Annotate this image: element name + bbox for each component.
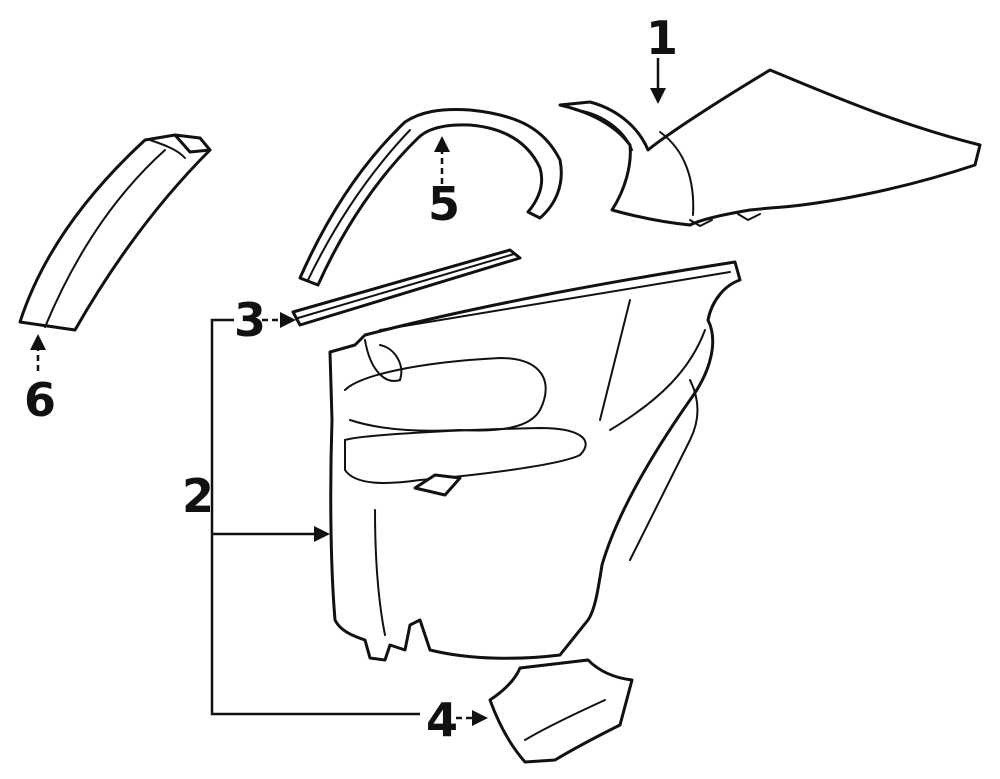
- part-5-weatherstrip: [298, 108, 563, 287]
- part-4-lower-trim: [488, 658, 634, 764]
- leaders: [30, 58, 666, 726]
- arrow-3: [280, 312, 296, 328]
- part-2-quarter-trim-panel: [328, 260, 742, 662]
- callout-4: 4: [426, 693, 458, 747]
- arrow-4: [472, 710, 488, 726]
- callout-1: 1: [646, 11, 678, 65]
- callout-6: 6: [24, 373, 56, 427]
- part-1-quarter-upper-trim: [558, 68, 982, 228]
- arrow-6: [30, 334, 46, 350]
- arrow-5: [434, 136, 450, 152]
- arrow-2: [314, 526, 330, 542]
- bracket-2: [210, 318, 420, 716]
- arrow-1: [650, 88, 666, 104]
- part-3-belt-molding: [291, 248, 522, 327]
- callout-3: 3: [234, 293, 266, 347]
- callout-labels: 1 2 3 4 5 6: [24, 11, 678, 747]
- callout-5: 5: [428, 177, 460, 231]
- part-6-pillar-trim: [18, 133, 212, 332]
- callout-2: 2: [182, 469, 214, 523]
